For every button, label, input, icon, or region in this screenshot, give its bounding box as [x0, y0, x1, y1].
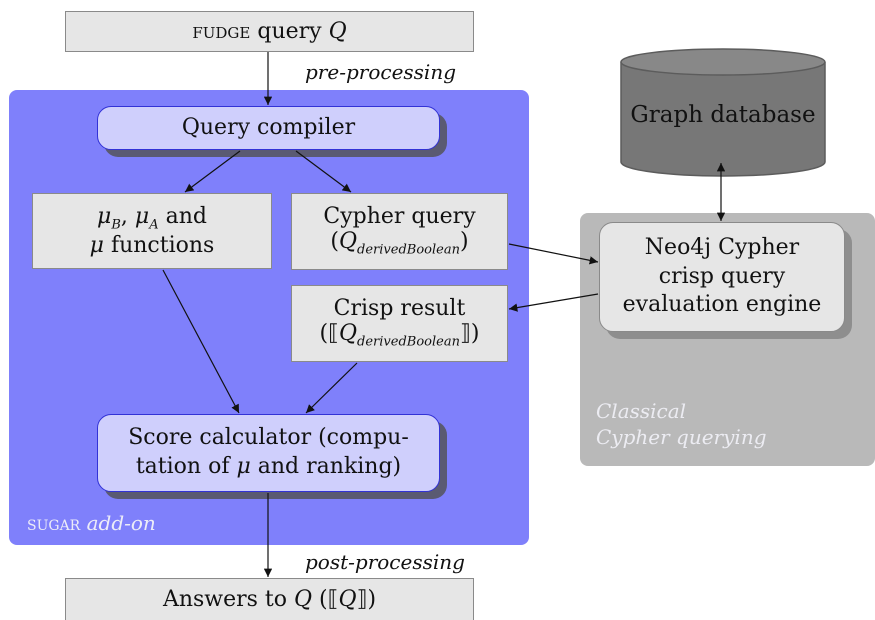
pre-processing-label: pre-processing: [305, 60, 457, 84]
neo4j-engine-node: Neo4j Cypher crisp query evaluation engi…: [599, 222, 845, 332]
classical-cypher-label: Classical Cypher querying: [596, 399, 767, 449]
post-processing-label: post-processing: [305, 550, 465, 574]
answers-node: Answers to Q (⟦Q⟧): [65, 578, 474, 620]
query-text: query: [250, 18, 329, 44]
cypher-query-node: Cypher query (QderivedBoolean): [291, 193, 508, 270]
graph-database-label: Graph database: [630, 102, 816, 128]
query-symbol: Q: [328, 18, 347, 44]
score-calculator-node: Score calculator (compu- tation of μ and…: [97, 414, 440, 492]
crisp-result-node: Crisp result (⟦QderivedBoolean⟧): [291, 285, 508, 362]
fudge-text: fudge: [192, 18, 251, 44]
sugar-addon-label: sugar add-on: [27, 511, 156, 535]
mu-functions-node: μB, μA and μ functions: [32, 193, 272, 269]
graph-database-node: [620, 48, 826, 178]
query-compiler-node: Query compiler: [97, 106, 440, 150]
database-cylinder-icon: [620, 48, 826, 177]
fudge-query-node: fudge query Q: [65, 11, 474, 52]
